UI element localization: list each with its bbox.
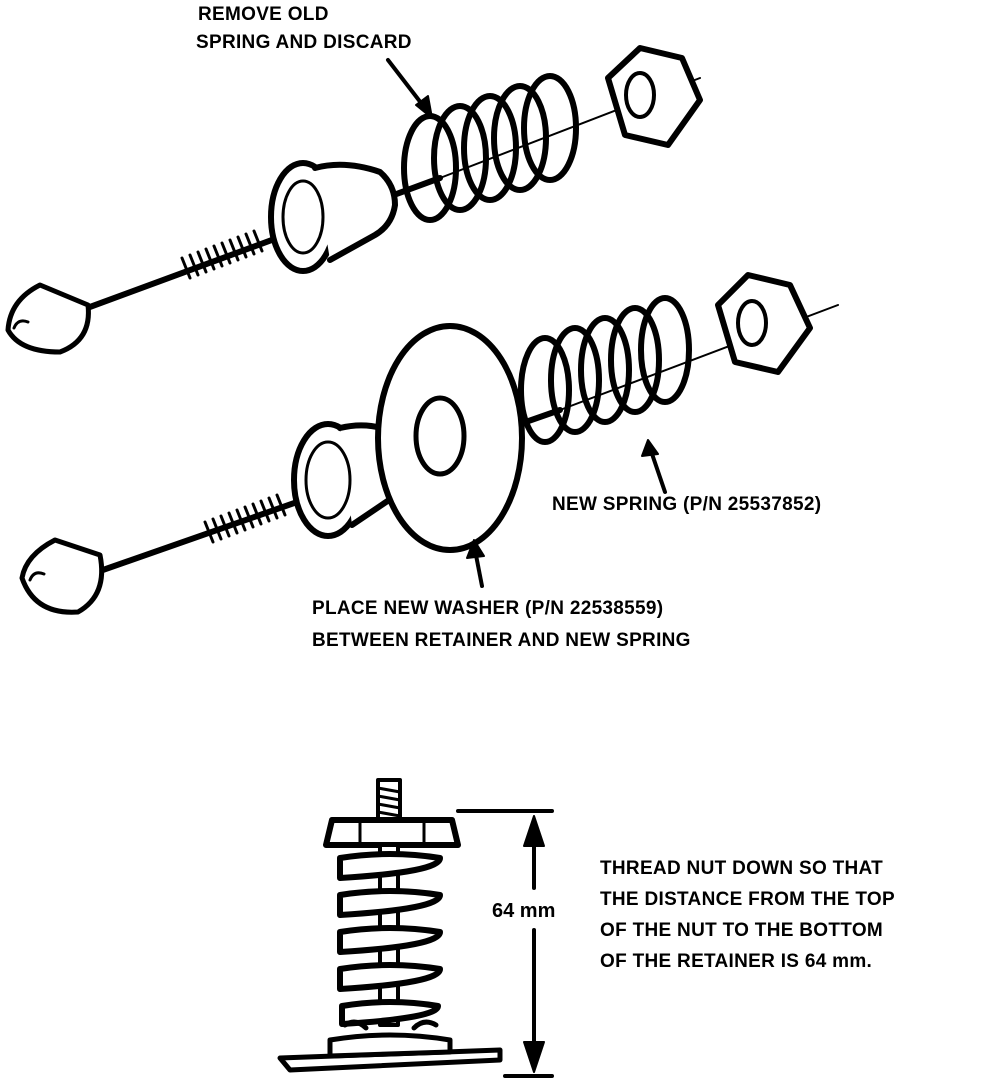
- new-spring-label: NEW SPRING (P/N 25537852): [552, 494, 821, 515]
- old-shaft-threads: [180, 229, 264, 280]
- washer-label-line2: BETWEEN RETAINER AND NEW SPRING: [312, 630, 691, 651]
- measured-assembly: [277, 778, 554, 1078]
- dimension-arrow-down: [523, 1041, 545, 1073]
- remove-label-line1: REMOVE OLD: [198, 4, 329, 25]
- measured-spring: [337, 851, 443, 1031]
- measured-nut: [323, 817, 461, 848]
- old-assembly: [5, 45, 703, 355]
- washer-arrow-head: [466, 539, 485, 559]
- new-washer: [375, 323, 525, 553]
- thread-label-line3: OF THE NUT TO THE BOTTOM: [600, 920, 883, 941]
- new-assembly: [19, 272, 839, 615]
- thread-label-line2: THE DISTANCE FROM THE TOP: [600, 889, 895, 910]
- remove-label-line2: SPRING AND DISCARD: [196, 32, 412, 53]
- new-hex-nut: [715, 272, 813, 375]
- measured-retainer: [327, 1032, 453, 1059]
- old-hex-nut: [605, 45, 703, 148]
- dimension-arrow-up: [523, 815, 545, 847]
- new-cone-tip: [19, 537, 105, 615]
- old-retainer: [268, 160, 398, 274]
- remove-arrow-head: [415, 95, 433, 119]
- old-cone-tip: [5, 282, 91, 355]
- old-spring: [401, 73, 579, 223]
- new-spring-arrow-head: [641, 439, 659, 457]
- new-spring: [518, 295, 692, 445]
- new-shaft-threads: [203, 493, 287, 544]
- thread-label-line4: OF THE RETAINER IS 64 mm.: [600, 951, 872, 972]
- thread-label-line1: THREAD NUT DOWN SO THAT: [600, 858, 883, 879]
- dimension-label: 64 mm: [492, 900, 555, 922]
- washer-label-line1: PLACE NEW WASHER (P/N 22538559): [312, 598, 663, 619]
